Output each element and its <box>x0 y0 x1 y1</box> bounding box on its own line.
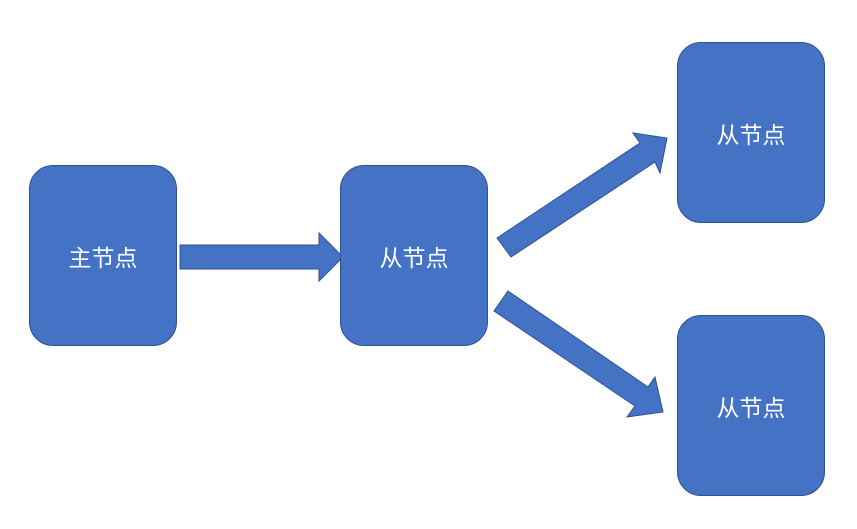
slave-node-middle: 从节点 <box>340 165 488 346</box>
arrow-master-to-slave <box>179 231 344 283</box>
slave-node-top: 从节点 <box>677 42 825 223</box>
arrow-slave-to-slave-top <box>496 132 668 258</box>
slave-node-bottom: 从节点 <box>677 315 825 496</box>
master-node-label: 主节点 <box>68 245 138 272</box>
slave-node-label: 从节点 <box>716 395 786 422</box>
master-node: 主节点 <box>29 165 177 346</box>
arrow-slave-to-slave-bottom <box>493 290 664 418</box>
slave-node-label: 从节点 <box>716 122 786 149</box>
slave-node-label: 从节点 <box>379 245 449 272</box>
